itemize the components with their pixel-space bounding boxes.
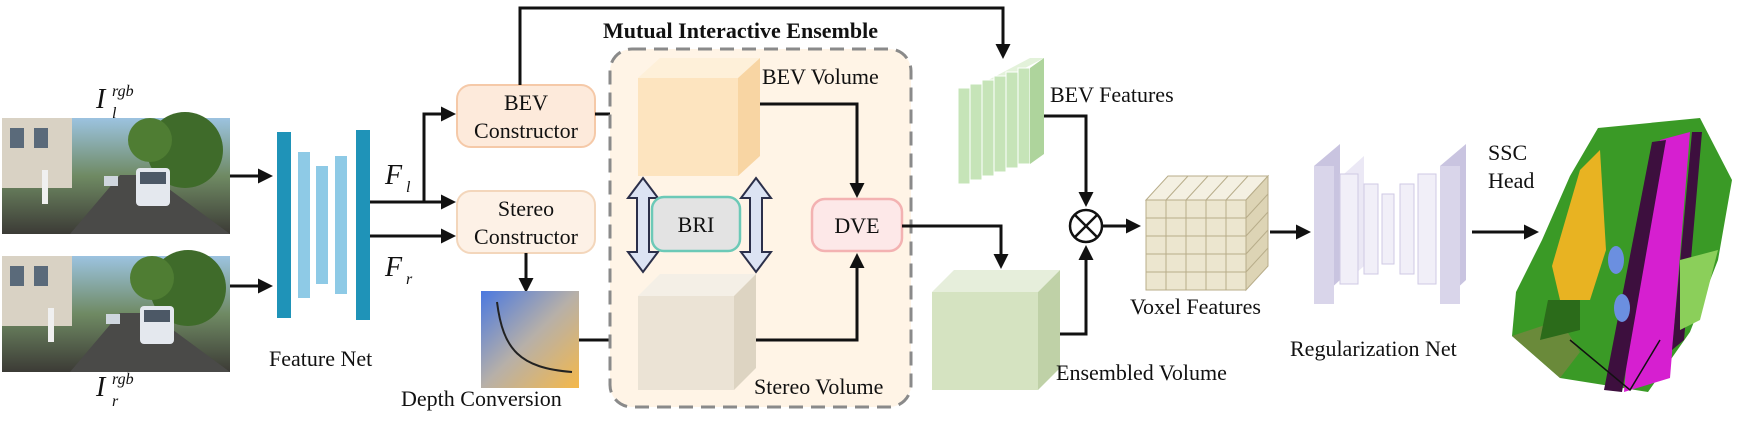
left-image: [2, 112, 230, 234]
depth-conversion-label: Depth Conversion: [401, 386, 562, 411]
bev-features-label: BEV Features: [1050, 82, 1174, 107]
bidirectional-arrow-right: [739, 176, 773, 274]
bri-label: BRI: [678, 212, 715, 237]
arrow-bev-volume-to-dve: [760, 102, 865, 198]
dve-block: DVE: [810, 197, 904, 253]
bev-volume-label: BEV Volume: [762, 64, 879, 89]
right-feature-symbol: F: [384, 252, 403, 283]
dve-label: DVE: [834, 213, 879, 238]
arrow-dve-to-ensembled-volume: [902, 224, 1009, 269]
left-image-superscript: rgb: [112, 83, 134, 100]
right-image: [2, 250, 230, 372]
stereo-volume-cube: [638, 274, 756, 390]
stereo-constructor-line2: Constructor: [474, 224, 579, 249]
ssc-output-scene: [1512, 118, 1732, 392]
bri-block: BRI: [650, 195, 742, 253]
voxel-features-label: Voxel Features: [1130, 294, 1261, 319]
bev-constructor-line2: Constructor: [474, 118, 579, 143]
bidirectional-arrow-left: [626, 176, 660, 274]
bev-features-stack: [957, 58, 1044, 185]
arrow-feature-to-bev-constructor: [370, 106, 456, 204]
depth-conversion-plot: [481, 291, 579, 388]
left-feature-symbol: F: [384, 160, 403, 191]
stereo-constructor: Stereo Constructor: [456, 190, 596, 254]
stereo-volume-label: Stereo Volume: [754, 374, 883, 399]
left-feature-subscript: l: [406, 179, 411, 196]
ssc-head-line2: Head: [1488, 168, 1534, 193]
ensembled-volume-cube: [932, 270, 1060, 390]
regularization-net: [1314, 144, 1466, 304]
ssc-head-line1: SSC: [1488, 140, 1527, 165]
arrow-bev-features-to-fusion: [1044, 114, 1094, 207]
left-image-symbol: I: [95, 84, 107, 115]
fusion-multiply-icon: [1068, 208, 1104, 244]
regularization-net-label: Regularization Net: [1290, 336, 1457, 361]
bev-volume-cube: [638, 58, 760, 176]
arrow-stereo-volume-to-dve: [756, 253, 865, 342]
voxel-features-cube: [1144, 174, 1270, 292]
right-image-subscript: r: [112, 393, 119, 410]
left-image-subscript: l: [112, 105, 117, 122]
ensemble-title: Mutual Interactive Ensemble: [603, 18, 878, 43]
bev-constructor-line1: BEV: [504, 90, 548, 115]
bev-constructor: BEV Constructor: [456, 84, 596, 148]
right-image-superscript: rgb: [112, 371, 134, 388]
arrow-ensembled-volume-to-fusion: [1060, 245, 1094, 336]
ensembled-volume-label: Ensembled Volume: [1056, 360, 1227, 385]
feature-net-label: Feature Net: [269, 346, 372, 371]
feature-net: [277, 130, 370, 320]
right-image-symbol: I: [95, 372, 107, 403]
arrow-bev-constructor-to-bev-features: [518, 6, 1011, 85]
right-feature-subscript: r: [406, 271, 413, 288]
stereo-constructor-line1: Stereo: [498, 196, 554, 221]
